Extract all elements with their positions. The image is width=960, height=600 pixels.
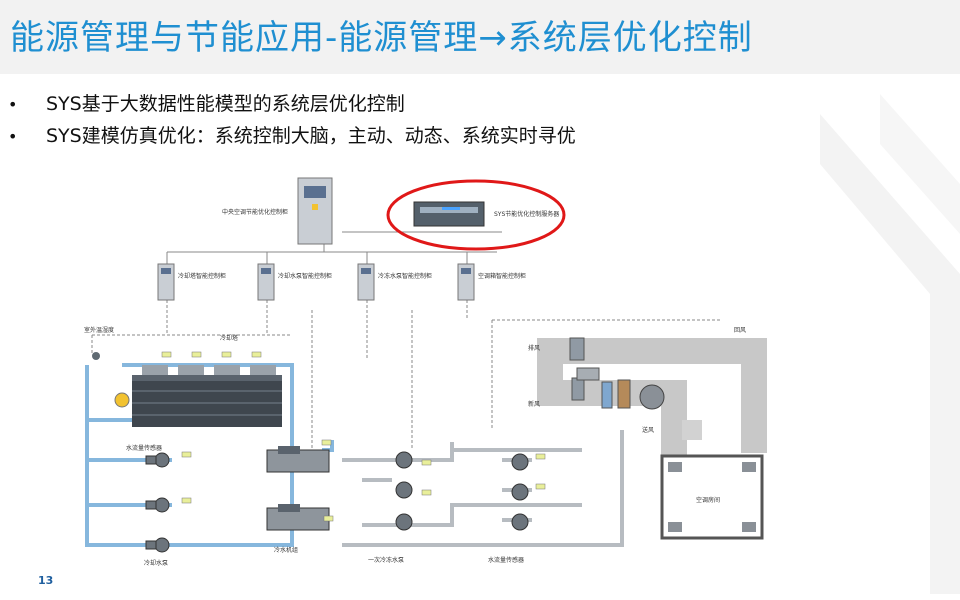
central-control-cabinet	[297, 177, 333, 245]
outdoor-sensor-label: 室外温湿度	[84, 326, 114, 334]
chillers	[266, 446, 330, 531]
return-air-label: 回风	[734, 327, 746, 334]
optimization-server	[413, 201, 485, 227]
bullet-marker: •	[8, 127, 18, 146]
sub-cabinet-2	[257, 263, 275, 301]
sub-cabinet-1	[157, 263, 175, 301]
highlight-circle	[386, 179, 566, 251]
bullet-text: SYS建模仿真优化：系统控制大脑，主动、动态、系统实时寻优	[46, 125, 576, 147]
sub-cabinet-3	[357, 263, 375, 301]
supply-air-label: 送风	[642, 426, 654, 434]
fresh-air-label: 新风	[528, 400, 540, 408]
chiller-label: 冷水机组	[274, 546, 298, 554]
sub-cabinet-label-2: 冷却水泵智能控制柜	[278, 272, 332, 280]
sub-cabinet-label-3: 冷冻水泵智能控制柜	[378, 272, 432, 280]
cooling-pump-label: 冷却水泵	[144, 559, 168, 567]
bullet-text: SYS基于大数据性能模型的系统层优化控制	[46, 93, 405, 115]
server-label: SYS节能优化控制服务器	[494, 210, 559, 218]
sub-cabinet-label-4: 空调箱智能控制柜	[478, 272, 526, 280]
cooling-tower-label: 冷却塔	[220, 334, 238, 342]
cooling-tower	[132, 365, 282, 427]
background-decoration	[820, 94, 960, 594]
bullet-item: • SYS基于大数据性能模型的系统层优化控制	[8, 88, 576, 120]
central-cabinet-label: 中央空调节能优化控制柜	[222, 208, 288, 216]
hvac-system-diagram: 中央空调节能优化控制柜 SYS节能优化控制服务器 冷却塔智能控制柜 冷却水泵智能…	[62, 160, 802, 580]
outdoor-sensor-icon	[92, 352, 100, 360]
primary-pump-label: 一次冷冻水泵	[368, 556, 404, 564]
air-handling-unit	[569, 337, 665, 410]
secondary-pumps	[511, 453, 529, 531]
flow-sensor-label-right: 水流量传感器	[488, 556, 524, 564]
exhaust-air-label: 排风	[528, 344, 540, 352]
sub-cabinet-label-1: 冷却塔智能控制柜	[178, 272, 226, 280]
flow-meter-icon	[114, 392, 130, 408]
vfd-indicators	[161, 351, 546, 522]
primary-chilled-pumps	[395, 451, 413, 531]
page-number: 13	[38, 574, 54, 587]
page-title: 能源管理与节能应用-能源管理→系统层优化控制	[10, 18, 753, 58]
cooling-pumps	[145, 452, 170, 553]
air-conditioned-room	[660, 454, 764, 540]
title-bar: 能源管理与节能应用-能源管理→系统层优化控制	[0, 0, 960, 74]
room-label: 空调房间	[696, 496, 720, 504]
bullet-list: • SYS基于大数据性能模型的系统层优化控制 • SYS建模仿真优化：系统控制大脑，…	[8, 88, 576, 152]
bullet-item: • SYS建模仿真优化：系统控制大脑，主动、动态、系统实时寻优	[8, 120, 576, 152]
sub-cabinet-4	[457, 263, 475, 301]
bullet-marker: •	[8, 95, 18, 114]
flow-sensor-label-left: 水流量传感器	[126, 444, 162, 452]
